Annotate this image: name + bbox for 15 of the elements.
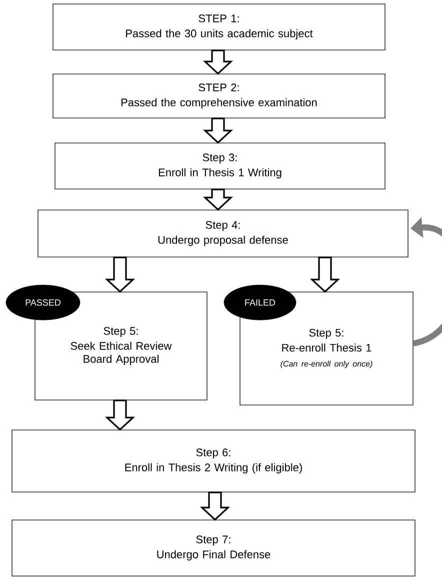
result-oval: PASSED	[6, 284, 80, 320]
block-arrow	[310, 256, 340, 293]
result-oval: FAILED	[224, 284, 296, 320]
step-box: Step 4: Undergo proposal defense	[38, 210, 408, 258]
step-box: Step 6: Enroll in Thesis 2 Writing (if eligible)	[12, 430, 416, 492]
step-box: Step 3: Enroll in Thesis 1 Writing	[54, 142, 386, 190]
step-box: Step 7: Undergo Final Defense	[12, 520, 416, 576]
block-arrow	[200, 492, 230, 521]
step-box: STEP 1: Passed the 30 units academic subject	[52, 4, 386, 50]
step-box: STEP 2: Passed the comprehensive examination	[52, 74, 386, 118]
block-arrow	[202, 50, 234, 75]
block-arrow	[104, 400, 136, 431]
block-arrow	[104, 256, 136, 293]
block-arrow	[202, 118, 234, 144]
block-arrow	[202, 188, 234, 211]
